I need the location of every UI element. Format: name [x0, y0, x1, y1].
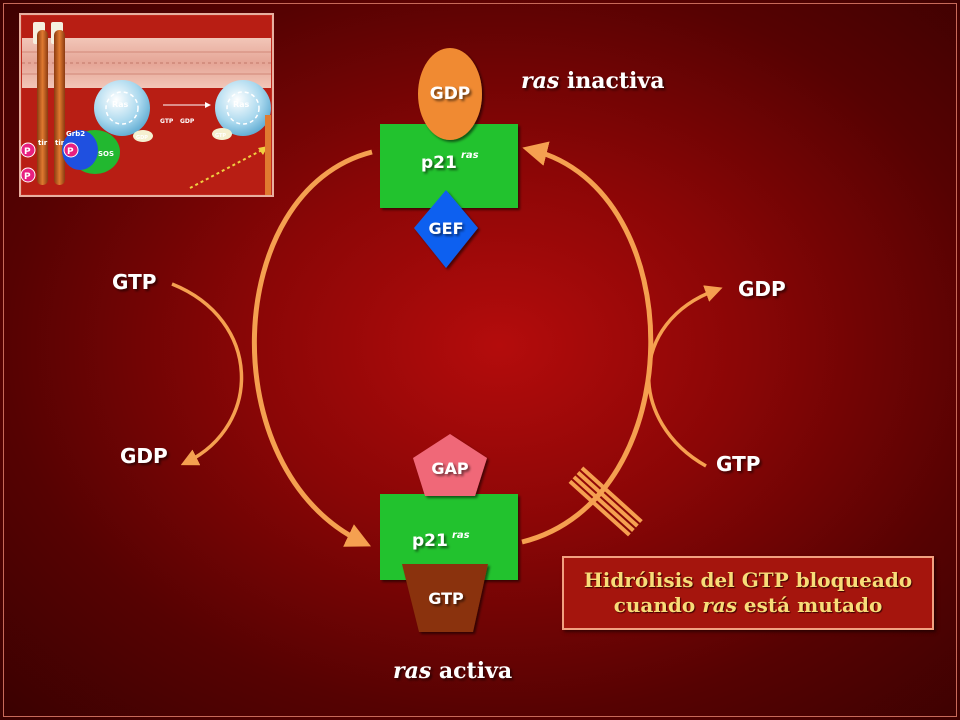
active-title-italic: ras	[393, 658, 431, 684]
gtp-in-arrow-left	[171, 282, 244, 466]
inset-tir-label-2: tir	[55, 139, 65, 147]
p21-bottom-label: p21	[412, 531, 448, 551]
inset-p-label-2: P	[24, 147, 31, 157]
gtp-bound-trapezoid	[402, 564, 488, 632]
p21-bottom-superscript: ras	[452, 530, 470, 541]
mutation-note-box: Hidrólisis del GTP bloqueado cuando ras …	[562, 556, 934, 630]
inset-sos-label: SOS	[98, 150, 114, 158]
gtp-bound-label: GTP	[428, 589, 464, 608]
note-line-2: cuando ras está mutado	[614, 593, 883, 618]
inset-sos-complex: SOS Grb2 P P P	[20, 130, 120, 183]
inset-edge-element	[265, 115, 271, 195]
inset-arrow-gtp: GTP	[160, 118, 174, 125]
active-complex: GAP p21 ras GTP	[380, 434, 518, 632]
gtp-in-arrow-right	[646, 285, 723, 468]
blocked-mark-icon	[568, 466, 643, 537]
inset-grb2-label: Grb2	[66, 130, 85, 138]
inset-illustration: tir tir SOS Grb2 P P P Ras GDP	[19, 13, 274, 197]
gap-label: GAP	[431, 459, 469, 478]
inset-ras-left-label: Ras	[112, 100, 129, 109]
inset-signal-arrow	[189, 149, 263, 189]
active-title-rest: activa	[431, 658, 512, 684]
inactivation-arrow	[521, 141, 654, 545]
active-title: ras activa	[393, 658, 512, 684]
activation-arrow	[251, 149, 373, 547]
note-line-2-a: cuando	[613, 593, 703, 617]
inset-receptor: tir tir	[33, 22, 65, 185]
right-gdp-label: GDP	[738, 277, 786, 301]
inset-tir-label-1: tir	[38, 139, 48, 147]
right-gtp-label: GTP	[716, 452, 760, 476]
p21-top-label: p21	[421, 153, 457, 173]
gef-diamond	[414, 190, 478, 268]
inset-p-label-3: P	[24, 172, 31, 182]
gdp-bound-oval	[418, 48, 482, 140]
left-gtp-label: GTP	[112, 270, 156, 294]
note-line-1: Hidrólisis del GTP bloqueado	[583, 568, 913, 592]
cycle-arrows	[171, 141, 723, 547]
inactive-title: ras inactiva	[521, 68, 664, 94]
inset-gdp-small: GDP	[136, 135, 148, 141]
inset-arrow-gdp: GDP	[180, 118, 195, 125]
inactive-title-rest: inactiva	[559, 68, 664, 94]
gef-label: GEF	[429, 219, 464, 238]
inset-gtp-small: GTP	[215, 133, 226, 139]
gap-pentagon	[413, 434, 487, 496]
left-gdp-label: GDP	[120, 444, 168, 468]
inset-ras-right: Ras GTP	[212, 80, 271, 140]
inactive-title-italic: ras	[521, 68, 559, 94]
gdp-bound-label: GDP	[430, 84, 471, 104]
inset-ras-left: Ras GDP	[94, 80, 153, 142]
p21-top-superscript: ras	[461, 150, 479, 161]
inset-p-label-1: P	[67, 147, 74, 157]
note-line-2-italic: ras	[702, 593, 737, 617]
note-line-2-b: está mutado	[736, 593, 883, 617]
inactive-complex: GDP p21 ras GEF	[380, 48, 518, 268]
inset-ras-right-label: Ras	[233, 100, 250, 109]
inset-exchange-arrow: GTP GDP	[160, 102, 211, 125]
